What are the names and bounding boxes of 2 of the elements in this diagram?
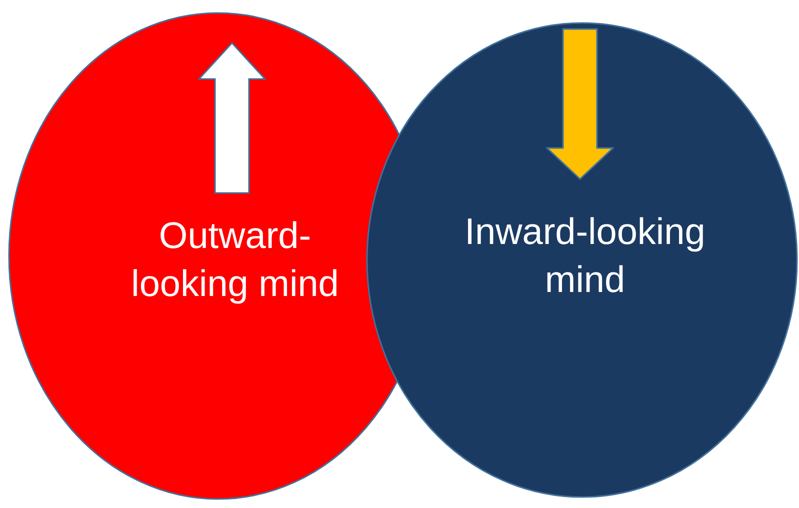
node-label: Inward-looking mind	[464, 210, 706, 302]
node-label: Outward-looking mind	[130, 214, 340, 306]
